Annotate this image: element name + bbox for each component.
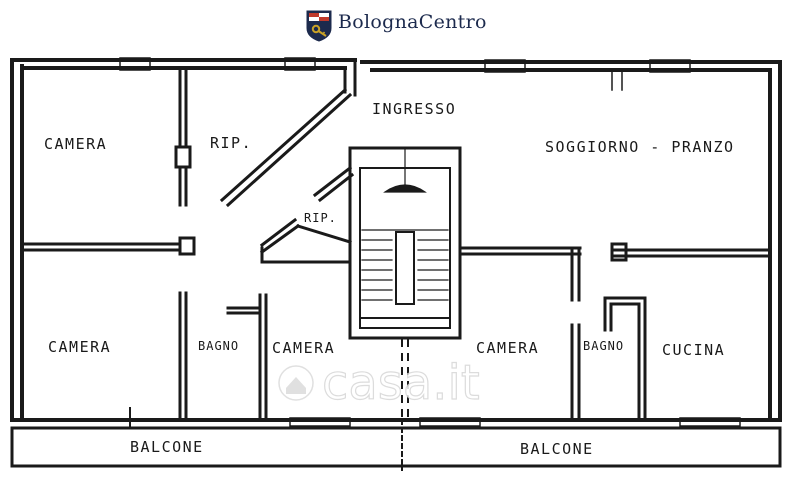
watermark-text: casa.it — [322, 355, 480, 411]
label-balcone-right: BALCONE — [520, 440, 594, 458]
brand-header: BolognaCentro — [0, 0, 800, 52]
label-rip-small: RIP. — [304, 211, 337, 225]
watermark — [278, 365, 314, 401]
label-bagno-right: BAGNO — [583, 339, 624, 353]
label-camera-top-left: CAMERA — [44, 135, 107, 153]
label-ingresso: INGRESSO — [372, 100, 456, 118]
interior-walls — [20, 58, 772, 422]
label-camera-center: CAMERA — [272, 339, 335, 357]
brand-name: BolognaCentro — [338, 11, 487, 33]
label-balcone-left: BALCONE — [130, 438, 204, 456]
top-windows — [119, 57, 691, 91]
stairs — [361, 149, 449, 319]
label-soggiorno-pranzo: SOGGIORNO - PRANZO — [545, 138, 735, 156]
label-rip-top: RIP. — [210, 134, 252, 152]
label-camera-bottom-left: CAMERA — [48, 338, 111, 356]
label-camera-right: CAMERA — [476, 339, 539, 357]
label-cucina: CUCINA — [662, 341, 725, 359]
bologna-shield-key-icon — [306, 10, 332, 42]
balcony-outline — [10, 407, 782, 468]
label-bagno-left: BAGNO — [198, 339, 239, 353]
